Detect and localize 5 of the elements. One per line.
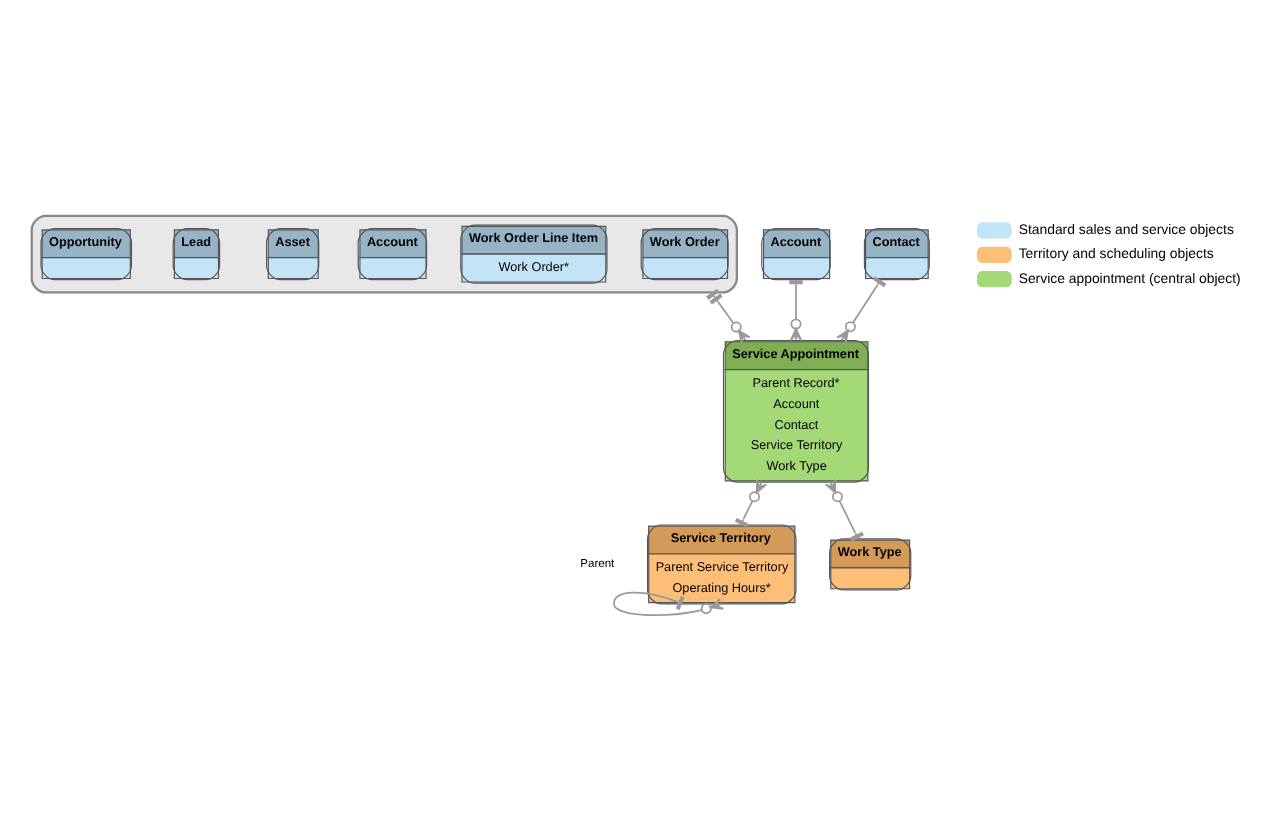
cluster [30, 214, 738, 294]
connector [706, 288, 751, 345]
connector [613, 591, 725, 616]
connector [824, 478, 864, 542]
connector [789, 279, 803, 342]
